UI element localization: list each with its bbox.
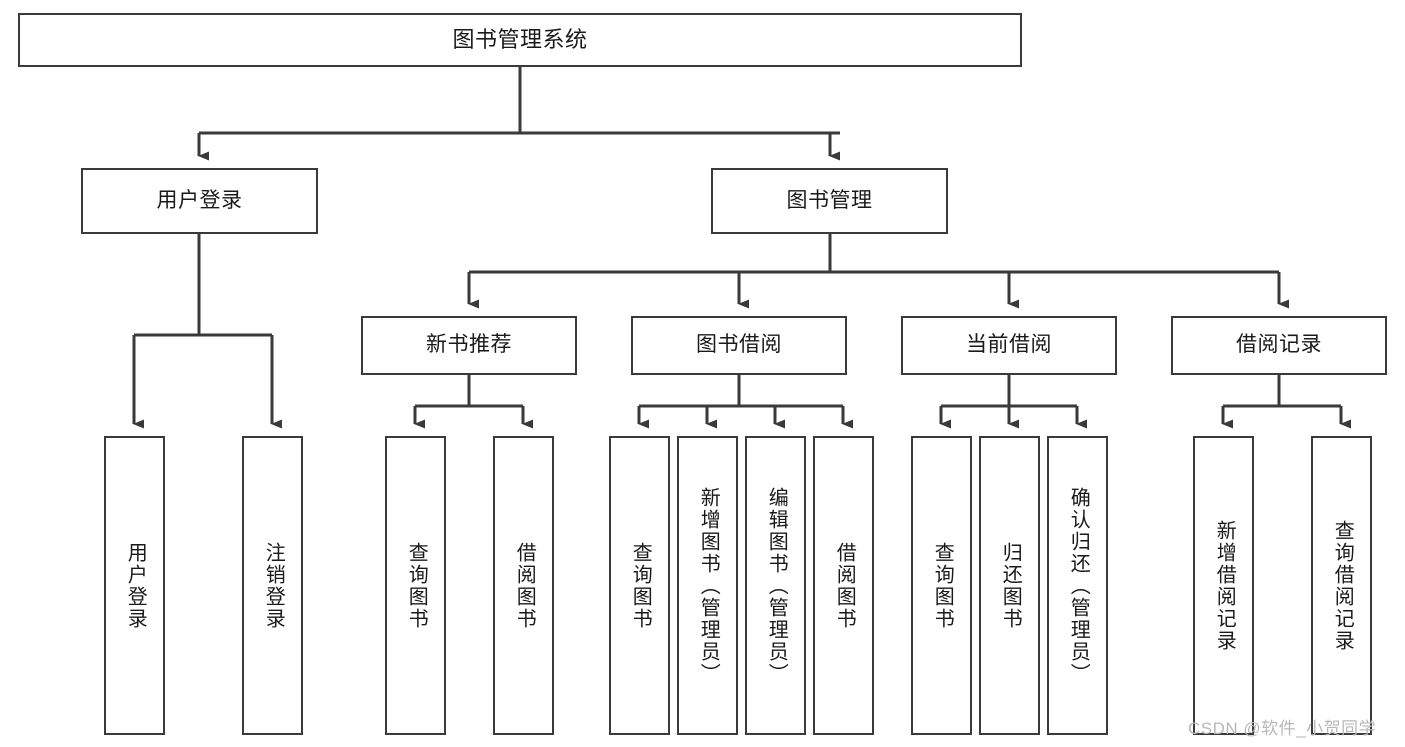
- node-leaf-confirm-return[interactable]: 确认归还（管理员）: [1047, 436, 1108, 735]
- node-leaf-query-record[interactable]: 查询借阅记录: [1311, 436, 1372, 735]
- node-user-login-label: 用户登录: [156, 188, 243, 212]
- node-borrow-record-label: 借阅记录: [1236, 333, 1322, 357]
- csdn-watermark: CSDN @软件_小贺同学: [1188, 719, 1377, 738]
- node-leaf-edit-book[interactable]: 编辑图书（管理员）: [745, 436, 806, 735]
- node-leaf-user-logout[interactable]: 注销登录: [242, 436, 303, 735]
- node-book-borrow-label: 图书借阅: [696, 333, 782, 357]
- node-leaf-confirm-return-label: 确认归还（管理员）: [1067, 486, 1090, 685]
- node-new-book-recommend-label: 新书推荐: [426, 333, 512, 357]
- node-book-management-label: 图书管理: [786, 188, 873, 212]
- node-leaf-query-book-1-label: 查询图书: [405, 541, 428, 630]
- node-leaf-user-login[interactable]: 用户登录: [104, 436, 165, 735]
- node-leaf-borrow-book-1[interactable]: 借阅图书: [493, 436, 554, 735]
- node-leaf-return-book-label: 归还图书: [999, 541, 1022, 630]
- node-leaf-add-record-label: 新增借阅记录: [1213, 519, 1236, 652]
- node-current-borrow-label: 当前借阅: [966, 333, 1052, 357]
- node-leaf-user-logout-label: 注销登录: [262, 541, 285, 630]
- node-leaf-query-book-2[interactable]: 查询图书: [609, 436, 670, 735]
- node-leaf-user-login-label: 用户登录: [124, 541, 147, 630]
- node-leaf-add-book[interactable]: 新增图书（管理员）: [677, 436, 738, 735]
- node-current-borrow[interactable]: 当前借阅: [901, 316, 1117, 375]
- node-user-login[interactable]: 用户登录: [81, 168, 318, 234]
- node-leaf-add-record[interactable]: 新增借阅记录: [1193, 436, 1254, 735]
- node-root[interactable]: 图书管理系统: [18, 13, 1022, 67]
- node-leaf-query-book-1[interactable]: 查询图书: [385, 436, 446, 735]
- node-root-label: 图书管理系统: [452, 27, 588, 53]
- node-leaf-borrow-book-1-label: 借阅图书: [513, 541, 536, 630]
- node-leaf-edit-book-label: 编辑图书（管理员）: [765, 486, 788, 685]
- node-leaf-add-book-label: 新增图书（管理员）: [697, 486, 720, 685]
- node-leaf-query-book-2-label: 查询图书: [629, 541, 652, 630]
- node-new-book-recommend[interactable]: 新书推荐: [361, 316, 577, 375]
- node-borrow-record[interactable]: 借阅记录: [1171, 316, 1387, 375]
- node-leaf-borrow-book-2-label: 借阅图书: [833, 541, 856, 630]
- node-book-management[interactable]: 图书管理: [711, 168, 948, 234]
- node-leaf-query-record-label: 查询借阅记录: [1331, 519, 1354, 652]
- node-leaf-query-book-3-label: 查询图书: [931, 541, 954, 630]
- node-book-borrow[interactable]: 图书借阅: [631, 316, 847, 375]
- node-leaf-return-book[interactable]: 归还图书: [979, 436, 1040, 735]
- node-leaf-query-book-3[interactable]: 查询图书: [911, 436, 972, 735]
- node-leaf-borrow-book-2[interactable]: 借阅图书: [813, 436, 874, 735]
